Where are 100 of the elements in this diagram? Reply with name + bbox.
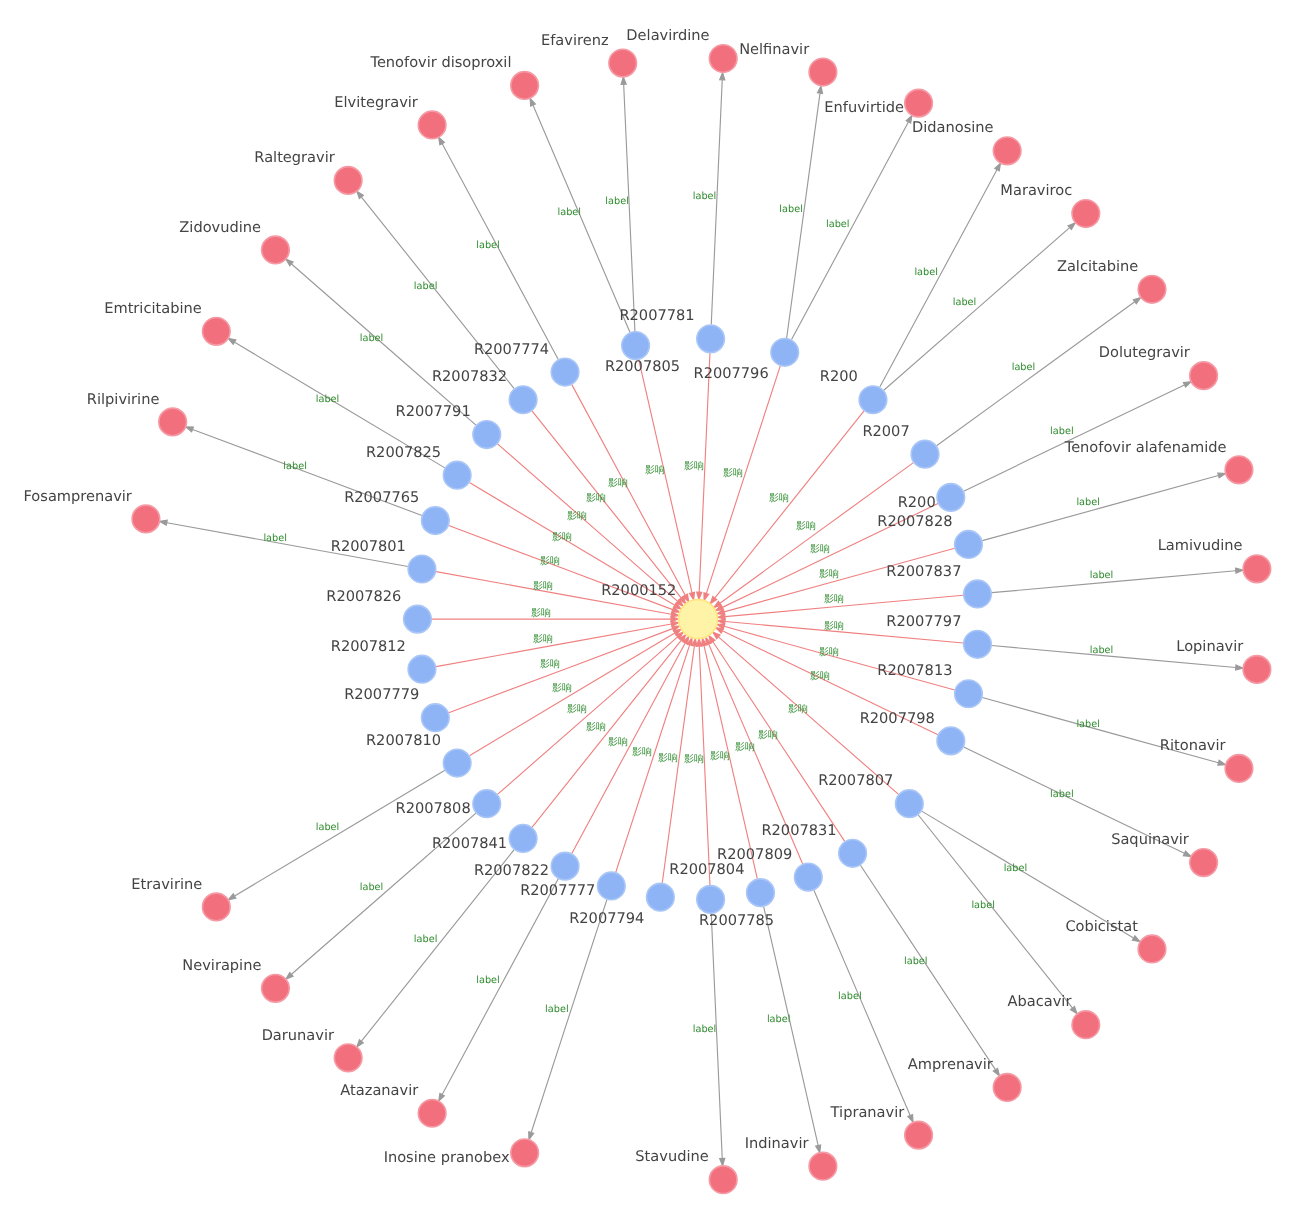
arrow [284, 257, 477, 426]
node-circle [953, 529, 984, 560]
node-circle [770, 337, 800, 367]
node-label: R2007810 [366, 730, 442, 749]
arrow [711, 630, 900, 795]
node-circle [708, 1165, 738, 1195]
node-circle [620, 330, 651, 361]
arrow [859, 864, 1001, 1078]
node-circle [1242, 654, 1272, 685]
arrow [921, 810, 1142, 943]
arrow [714, 503, 939, 612]
node-circle [936, 726, 966, 756]
arrow [226, 337, 446, 469]
arrow [571, 384, 690, 604]
arrow [571, 634, 690, 855]
node-label: Cobicistat [1065, 916, 1138, 935]
arrow [790, 113, 913, 341]
node-circle [333, 1043, 363, 1073]
node-label: R200 [819, 367, 858, 386]
node-circle [962, 579, 993, 609]
node-circle [1137, 934, 1167, 964]
node-label: R2007812 [330, 636, 406, 655]
node-circle [158, 407, 188, 437]
arrow [531, 410, 687, 606]
arrow [786, 84, 824, 339]
arrow [528, 899, 608, 1142]
arrow [620, 75, 636, 332]
arrow [496, 630, 685, 795]
node-circle [407, 654, 437, 684]
arrow [981, 697, 1228, 766]
arrow [226, 769, 446, 901]
node-circle [953, 679, 984, 709]
node-label: R2007774 [473, 339, 550, 358]
node-circle [550, 851, 580, 881]
arrow [991, 644, 1245, 671]
node-label: Tenofovir alafenamide [1064, 437, 1227, 456]
arrow [703, 365, 781, 603]
node-circle [472, 789, 502, 819]
node-circle [201, 892, 231, 922]
arrow [695, 637, 711, 886]
node-circle [510, 70, 540, 101]
node-circle [550, 357, 580, 387]
node-label: Dolutegravir [1098, 343, 1190, 362]
arrow [435, 571, 681, 618]
node-circle [894, 789, 924, 819]
node-circle [936, 482, 966, 512]
node-circle [417, 110, 447, 140]
node-circle [808, 1151, 838, 1181]
arrow [437, 878, 559, 1103]
node-label: R2007822 [473, 861, 550, 880]
node-circle [402, 604, 433, 634]
node-label: Etravirine [131, 874, 203, 893]
node-circle [1224, 753, 1254, 783]
node-label: R2007777 [520, 881, 596, 900]
node-label: Indinavir [744, 1133, 809, 1152]
node-label: R2007781 [619, 306, 695, 325]
node-circle [260, 973, 291, 1003]
node-circle [1071, 1010, 1101, 1040]
node-circle [903, 88, 934, 118]
node-label: Zalcitabine [1056, 256, 1139, 275]
arrow [284, 812, 477, 981]
node-circle [407, 554, 437, 584]
node-circle [858, 385, 888, 415]
node-circle [1137, 274, 1167, 304]
node-circle [1189, 361, 1219, 391]
node-label: R2007 [862, 421, 910, 440]
node-label: R2007825 [366, 442, 442, 461]
node-circle [696, 884, 726, 914]
node-label: Saquinavir [1111, 830, 1189, 849]
arrow [448, 625, 682, 714]
arrow [710, 70, 726, 326]
node-label: Nelfinavir [739, 39, 810, 58]
arrow [879, 161, 1002, 388]
node-label: Maraviroc [1000, 181, 1073, 200]
arrow [936, 296, 1143, 447]
arrow [700, 636, 758, 880]
arrow [468, 482, 683, 610]
node-circle [510, 1138, 540, 1168]
node-label: Raltegravir [254, 148, 335, 167]
node-label: Lamivudine [1157, 536, 1243, 555]
arrow [813, 889, 914, 1124]
arrow [715, 618, 964, 644]
node-circle [508, 385, 538, 415]
arrow [638, 358, 696, 602]
node-label: R2007831 [761, 820, 837, 839]
arrow [355, 849, 515, 1049]
node-circle [645, 882, 675, 912]
node-label: Fosamprenavir [23, 486, 132, 505]
node-circle [260, 235, 291, 265]
node-label: R2007796 [693, 363, 769, 382]
node-circle [1071, 198, 1101, 229]
node-label: R2007804 [669, 860, 745, 879]
arrow [496, 443, 685, 608]
node-circle [608, 48, 638, 78]
node-circle [442, 748, 472, 778]
node-label: Rilpivirine [86, 389, 160, 408]
arrow [883, 221, 1077, 391]
node-label: R2007809 [717, 844, 793, 863]
node-label: R2007808 [395, 798, 471, 817]
node-label: R2007807 [818, 771, 894, 790]
